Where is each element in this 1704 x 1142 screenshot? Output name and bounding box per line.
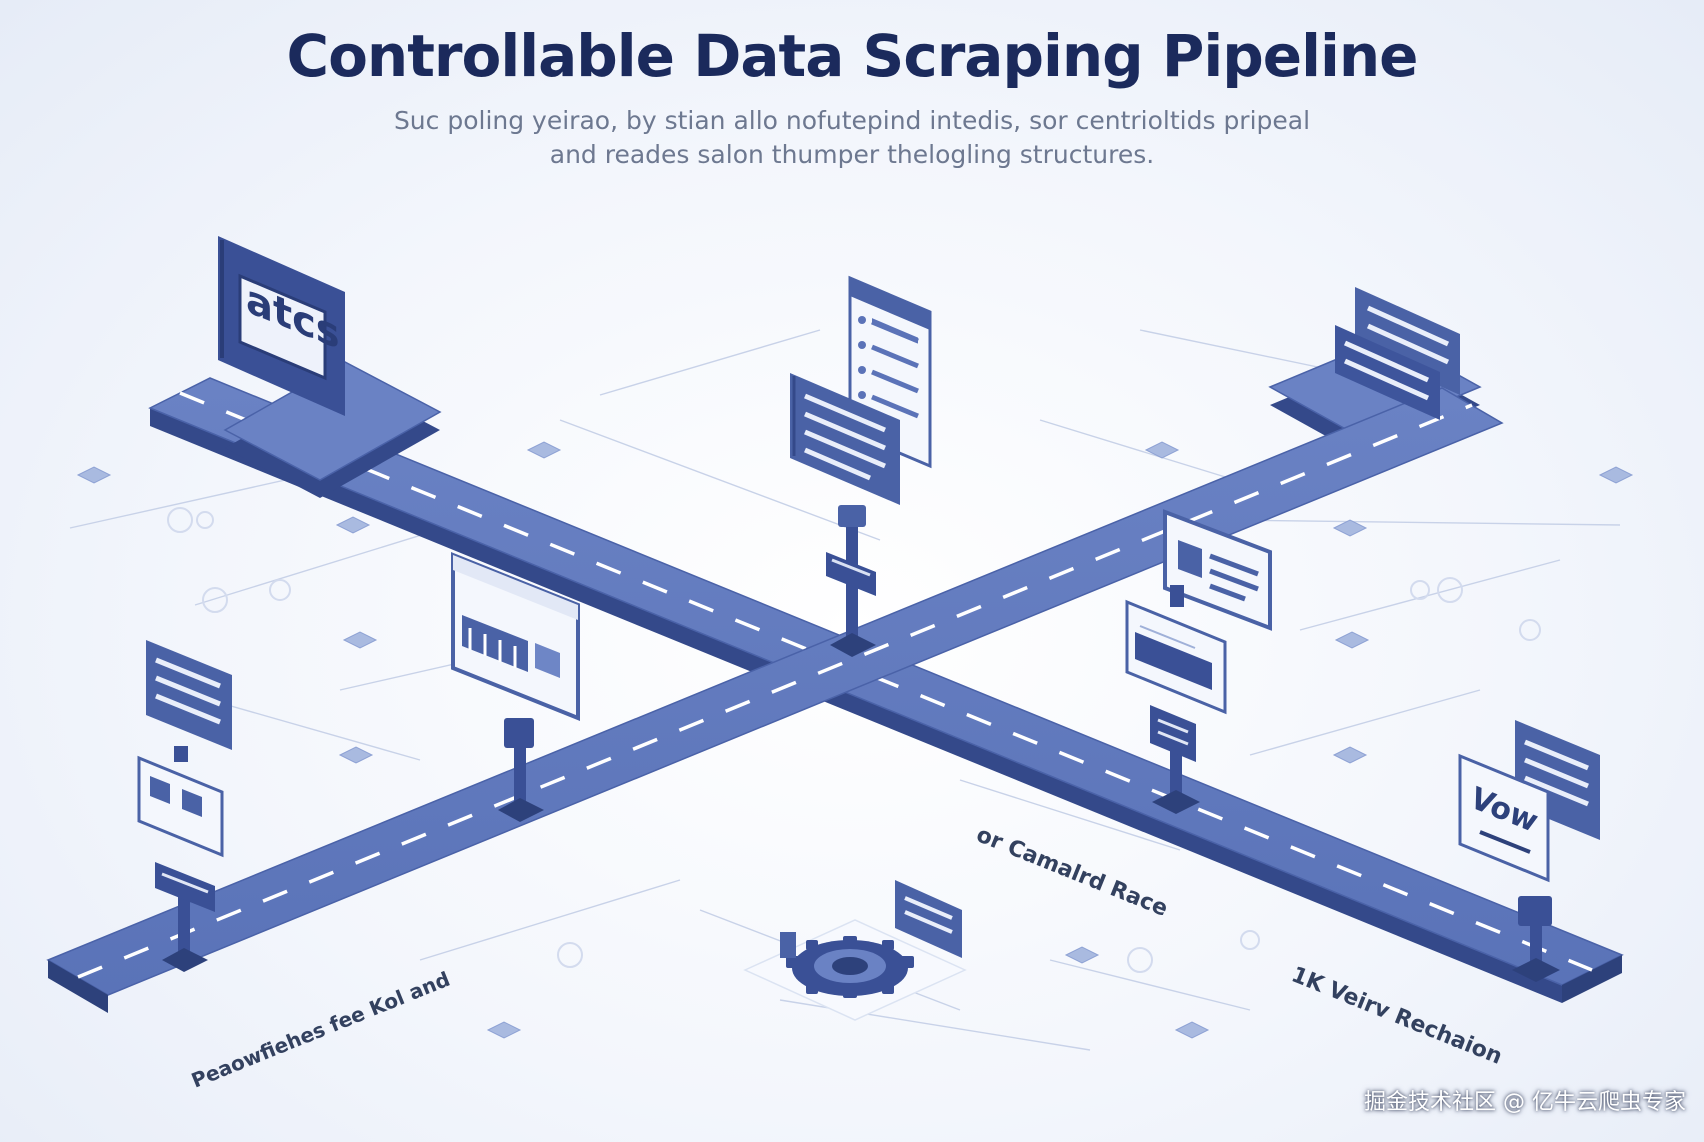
node-7 (1332, 519, 1368, 537)
road-label-bottom-left: Peaowfiehes fee Kol and (188, 967, 453, 1093)
signpost-far-left (155, 862, 215, 972)
node-2 (526, 441, 562, 459)
subtitle-line-2: and reades salon thumper thelogling stru… (549, 140, 1155, 169)
page-title: Controllable Data Scraping Pipeline (286, 22, 1419, 90)
vow-sign: Vow (1458, 753, 1550, 883)
form-sign-right (1125, 585, 1227, 715)
signpost-right-middle (1150, 705, 1200, 814)
node-4 (342, 631, 378, 649)
billboard-large-left: atcs (218, 236, 345, 416)
text-panels-top-right (1335, 287, 1460, 420)
diamond-nodes (76, 441, 1634, 1039)
watermark: 掘金技术社区 @ 亿牛云爬虫专家 (1364, 1090, 1686, 1115)
road-upper-left-to-lower-right (148, 377, 1624, 1003)
signpost-lower-right (1512, 896, 1560, 982)
node-5 (338, 746, 374, 764)
browser-window-left (451, 552, 580, 721)
icon-card-far-left (137, 746, 224, 858)
subtitle-line-1: Suc poling yeirao, by stian allo nofutep… (393, 106, 1311, 135)
profile-card-right (1163, 509, 1272, 631)
node-10 (1332, 746, 1368, 764)
signpost-left-middle (498, 718, 544, 822)
road-label-bottom-right: 1K Veirv Rechaion (1288, 962, 1506, 1069)
node-11 (1174, 1021, 1210, 1039)
gear-hub (743, 919, 967, 1021)
node-13 (1064, 946, 1100, 964)
text-panel-bottom-center (895, 880, 962, 958)
node-8 (1598, 466, 1634, 484)
text-panel-top-center-front (790, 373, 900, 505)
node-1 (76, 466, 112, 484)
node-3 (335, 516, 371, 534)
text-panel-far-left (146, 640, 232, 750)
node-6 (1144, 441, 1180, 459)
page-subtitle: Suc poling yeirao, by stian allo nofutep… (0, 104, 1704, 172)
node-9 (1334, 631, 1370, 649)
road-lower-left-to-upper-right (46, 387, 1504, 1013)
node-12 (486, 1021, 522, 1039)
background-doodles (167, 507, 1541, 973)
signpost-center (826, 505, 876, 657)
